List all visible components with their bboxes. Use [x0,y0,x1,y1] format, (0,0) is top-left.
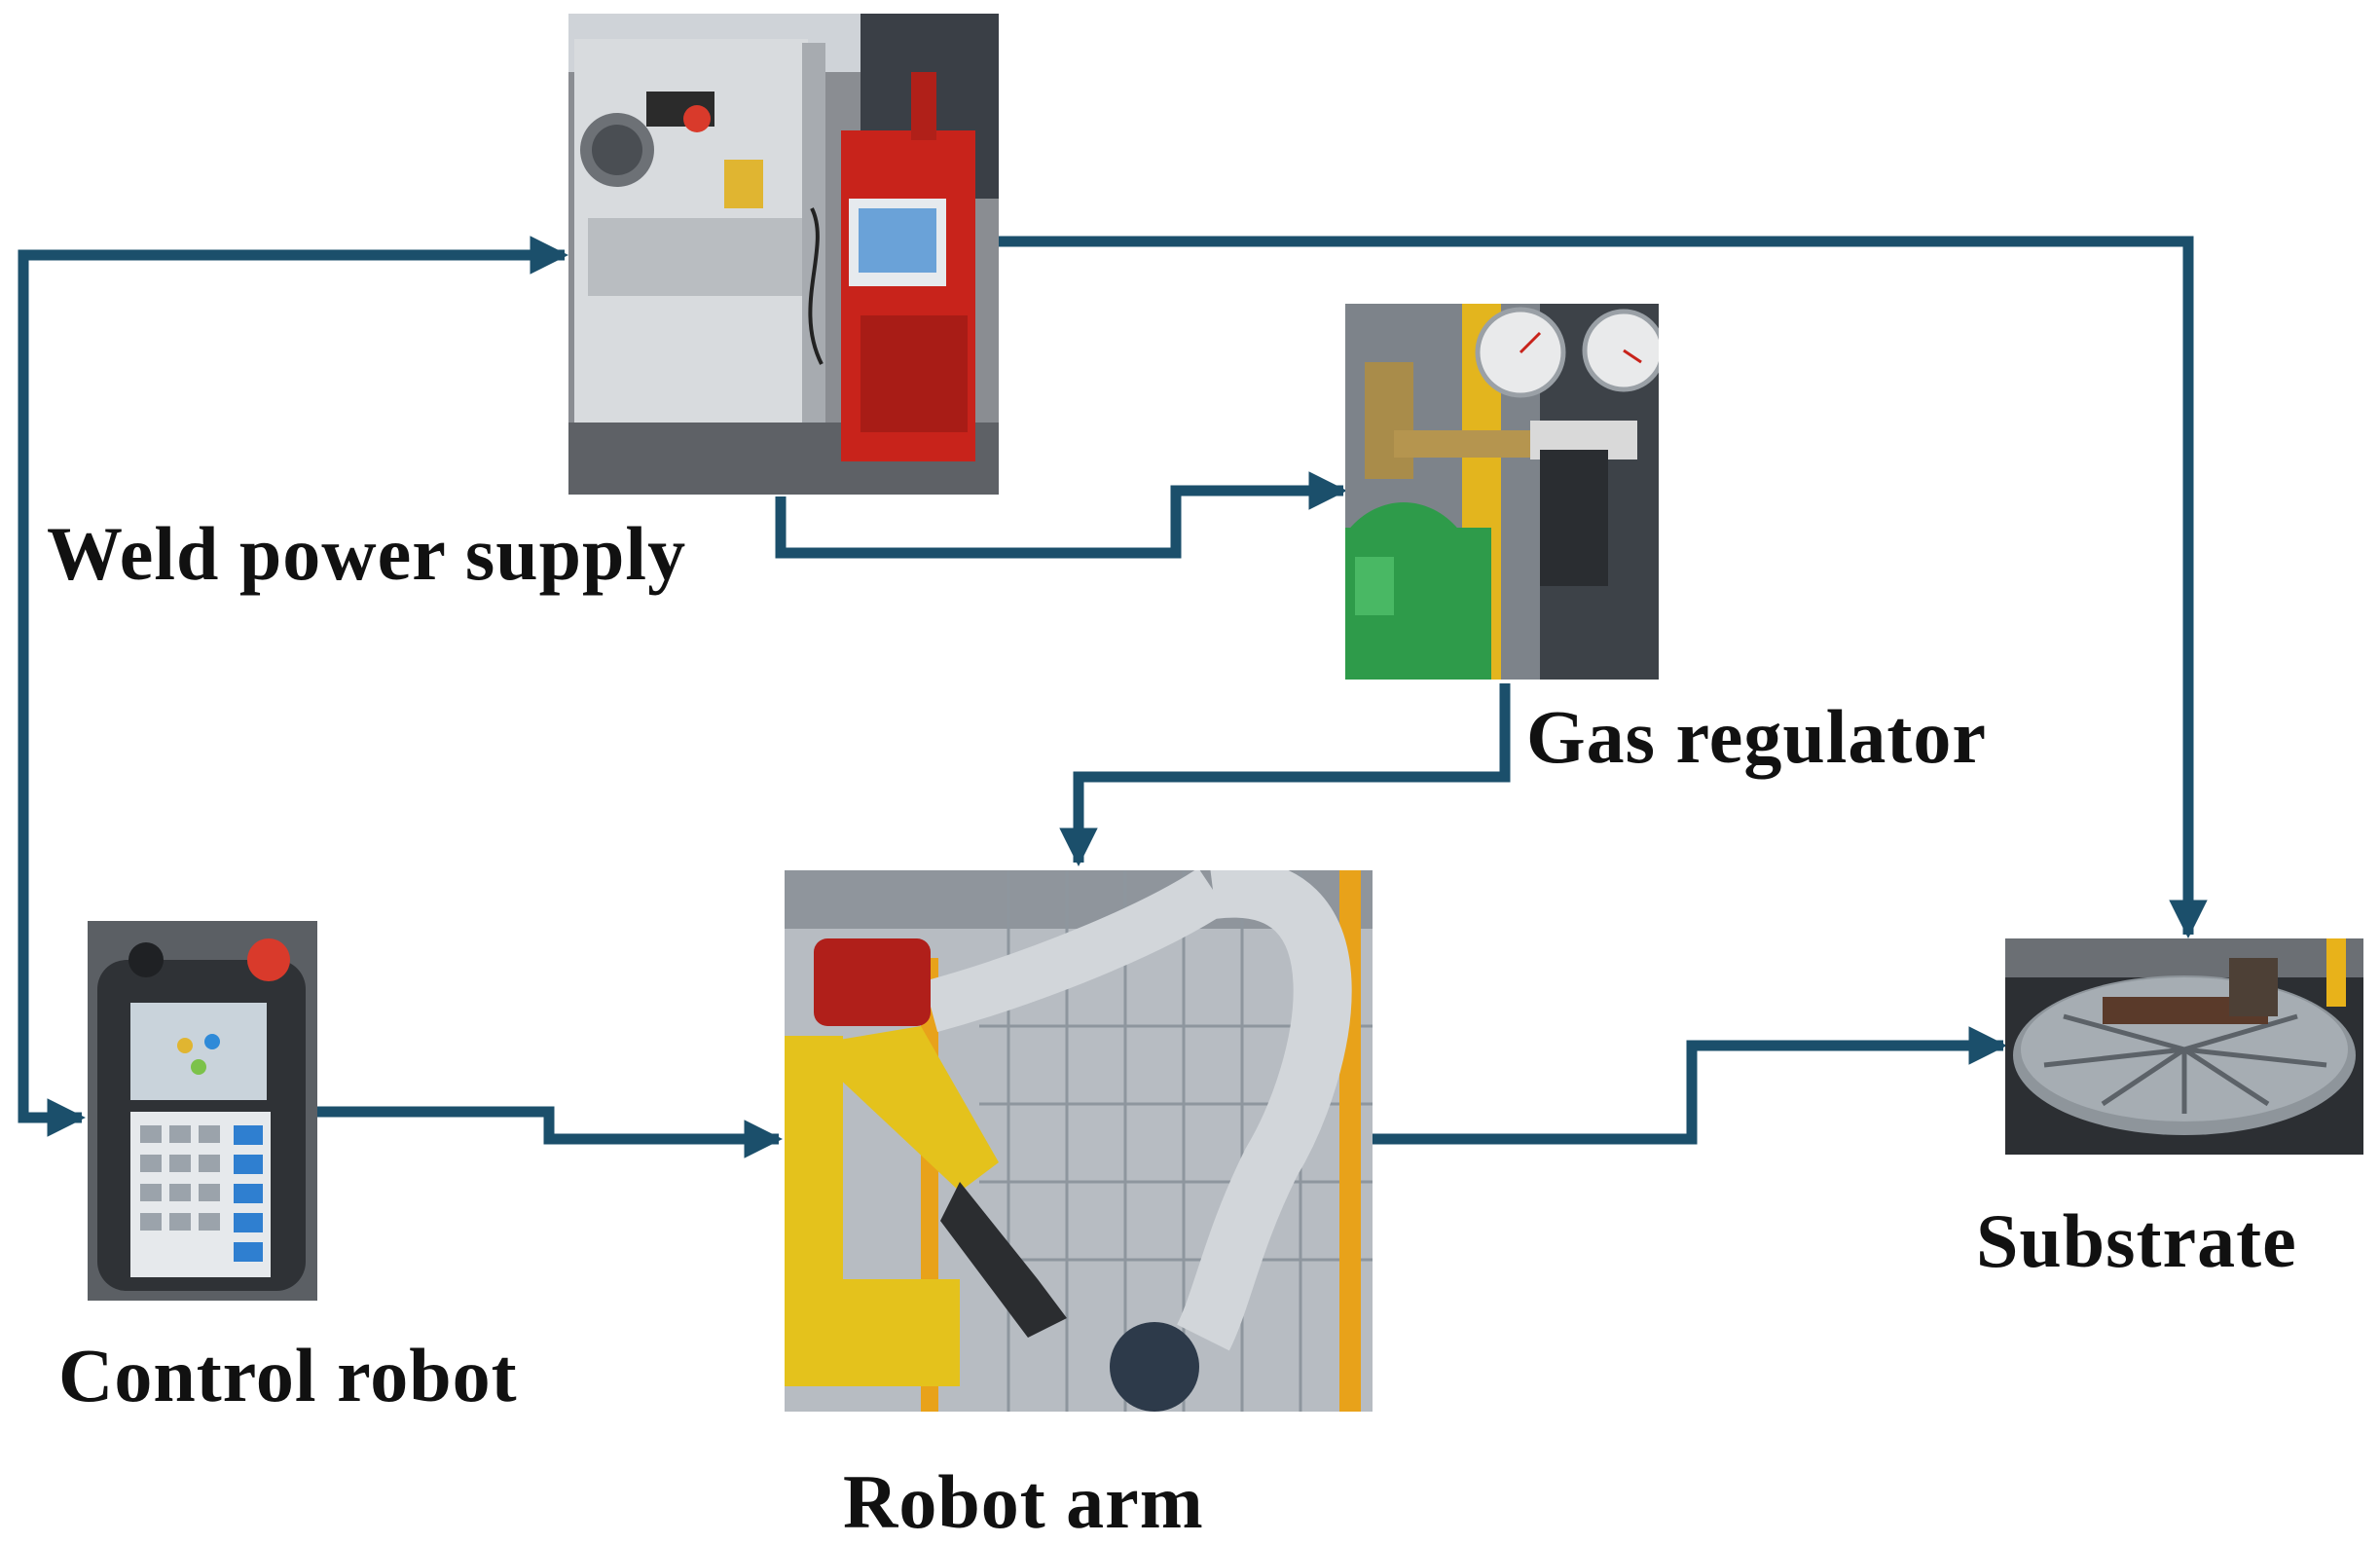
arrow-robot-arm-to-substrate [1373,1046,2003,1139]
control-robot-photo [88,921,317,1301]
arrow-gas-regulator-to-robot-arm [1079,683,1505,863]
robot-arm-label: Robot arm [843,1464,1204,1540]
control-robot-label: Control robot [58,1338,518,1414]
substrate-label: Substrate [1976,1203,2297,1279]
arrow-weld-supply-to-gas-regulator [781,491,1343,553]
gas-regulator-label: Gas regulator [1526,699,1987,775]
substrate-photo [2005,938,2363,1155]
arrow-weld-supply-to-control [23,255,82,1118]
gas-regulator-photo [1345,304,1659,680]
robot-arm-photo [785,870,1373,1412]
arrow-control-to-robot-arm [317,1112,779,1139]
weld-power-supply-photo [568,14,999,495]
weld-power-supply-label: Weld power supply [47,516,686,592]
